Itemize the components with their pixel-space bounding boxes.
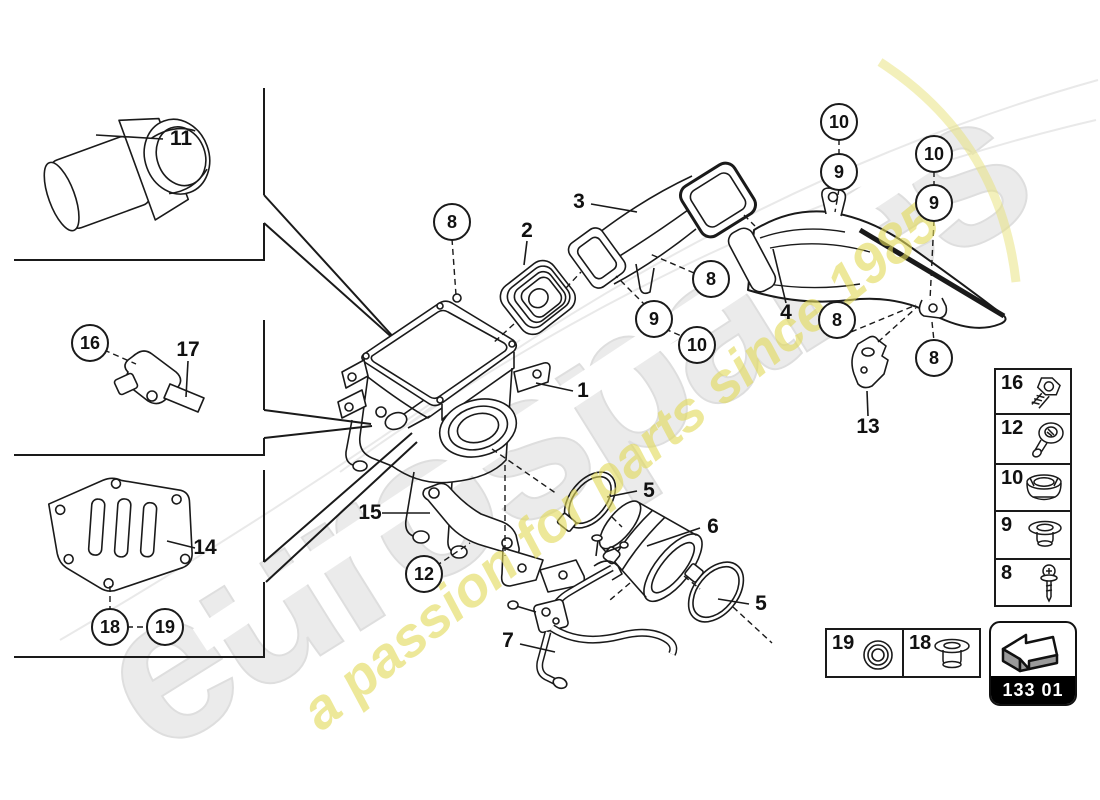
callout-5: 5 (643, 479, 655, 502)
callout-3: 3 (573, 190, 585, 213)
callout-9: 9 (915, 184, 953, 222)
rubber-plug-icon (934, 638, 970, 669)
part-15-support-bracket-drawing (422, 482, 586, 593)
callout-11: 11 (169, 127, 193, 150)
legend-number: 12 (1001, 417, 1024, 439)
fastener-legend-column: 16 12 10 (994, 368, 1072, 607)
legend-item-8: 8 (996, 560, 1070, 605)
callout-10: 10 (820, 103, 858, 141)
legend-item-10: 10 (996, 465, 1070, 512)
callout-10: 10 (915, 135, 953, 173)
part-6-connecting-pipe-drawing (598, 500, 703, 603)
diagram-code-badge: 133 01 (989, 621, 1077, 706)
part-1-air-filter-housing-drawing (337, 293, 551, 559)
callout-12: 12 (405, 555, 443, 593)
flange-nut-icon (1026, 474, 1062, 501)
callout-4: 4 (780, 301, 792, 324)
part-7-breather-hose-drawing (507, 534, 678, 690)
callout-14: 14 (193, 536, 217, 559)
callout-8: 8 (433, 203, 471, 241)
callout-1: 1 (577, 379, 589, 402)
grommet-washer-icon (1028, 520, 1062, 547)
legend-item-12: 12 (996, 415, 1070, 465)
callout-9: 9 (820, 153, 858, 191)
direction-arrow-icon (1001, 633, 1059, 673)
part-3-intake-duct-drawing (567, 161, 757, 295)
dashed-connectors (103, 139, 935, 644)
panel-frames (14, 88, 418, 658)
legend-item-16: 16 (996, 370, 1070, 415)
part-5-clamp-upper-drawing (556, 471, 617, 533)
legend-number: 19 (832, 632, 855, 654)
callout-13: 13 (856, 415, 880, 438)
legend-item-9: 9 (996, 512, 1070, 560)
legend-item-18: 18 (902, 630, 979, 676)
callout-6: 6 (707, 515, 719, 538)
diagram-code: 133 01 (991, 676, 1075, 704)
callout-7: 7 (502, 629, 514, 652)
callout-8: 8 (818, 301, 856, 339)
watermark-yellow-swoosh (877, 58, 1021, 283)
part-5-clamp-lower-drawing (684, 561, 745, 623)
part-11-maf-sensor-drawing (43, 117, 211, 232)
legend-item-19: 19 (827, 630, 902, 676)
legend-number: 9 (1001, 514, 1013, 536)
callout-10: 10 (678, 326, 716, 364)
part-14-cover-drawing (47, 477, 193, 592)
callout-18: 18 (91, 608, 129, 646)
pan-head-screw-icon (1040, 564, 1058, 603)
legend-number: 16 (1001, 372, 1024, 394)
callout-15: 15 (358, 501, 382, 524)
leader-lines (95, 134, 869, 653)
legend-number: 8 (1001, 562, 1013, 584)
plastic-rivet-icon (1032, 422, 1064, 458)
part-13-bracket-drawing (851, 335, 889, 389)
callout-9: 9 (635, 300, 673, 338)
seal-ring-icon (863, 640, 893, 670)
callout-8: 8 (915, 339, 953, 377)
callout-17: 17 (176, 338, 200, 361)
callout-8: 8 (692, 260, 730, 298)
legend-number: 18 (909, 632, 932, 654)
part-2-bellows-drawing (499, 259, 577, 336)
seal-legend-box: 19 18 (825, 628, 981, 678)
part-4-air-guide-duct-drawing (727, 187, 1007, 329)
callout-5: 5 (755, 592, 767, 615)
legend-number: 10 (1001, 467, 1024, 489)
callout-16: 16 (71, 324, 109, 362)
hex-flange-screw-icon (1031, 377, 1061, 409)
callout-2: 2 (521, 219, 533, 242)
callout-19: 19 (146, 608, 184, 646)
